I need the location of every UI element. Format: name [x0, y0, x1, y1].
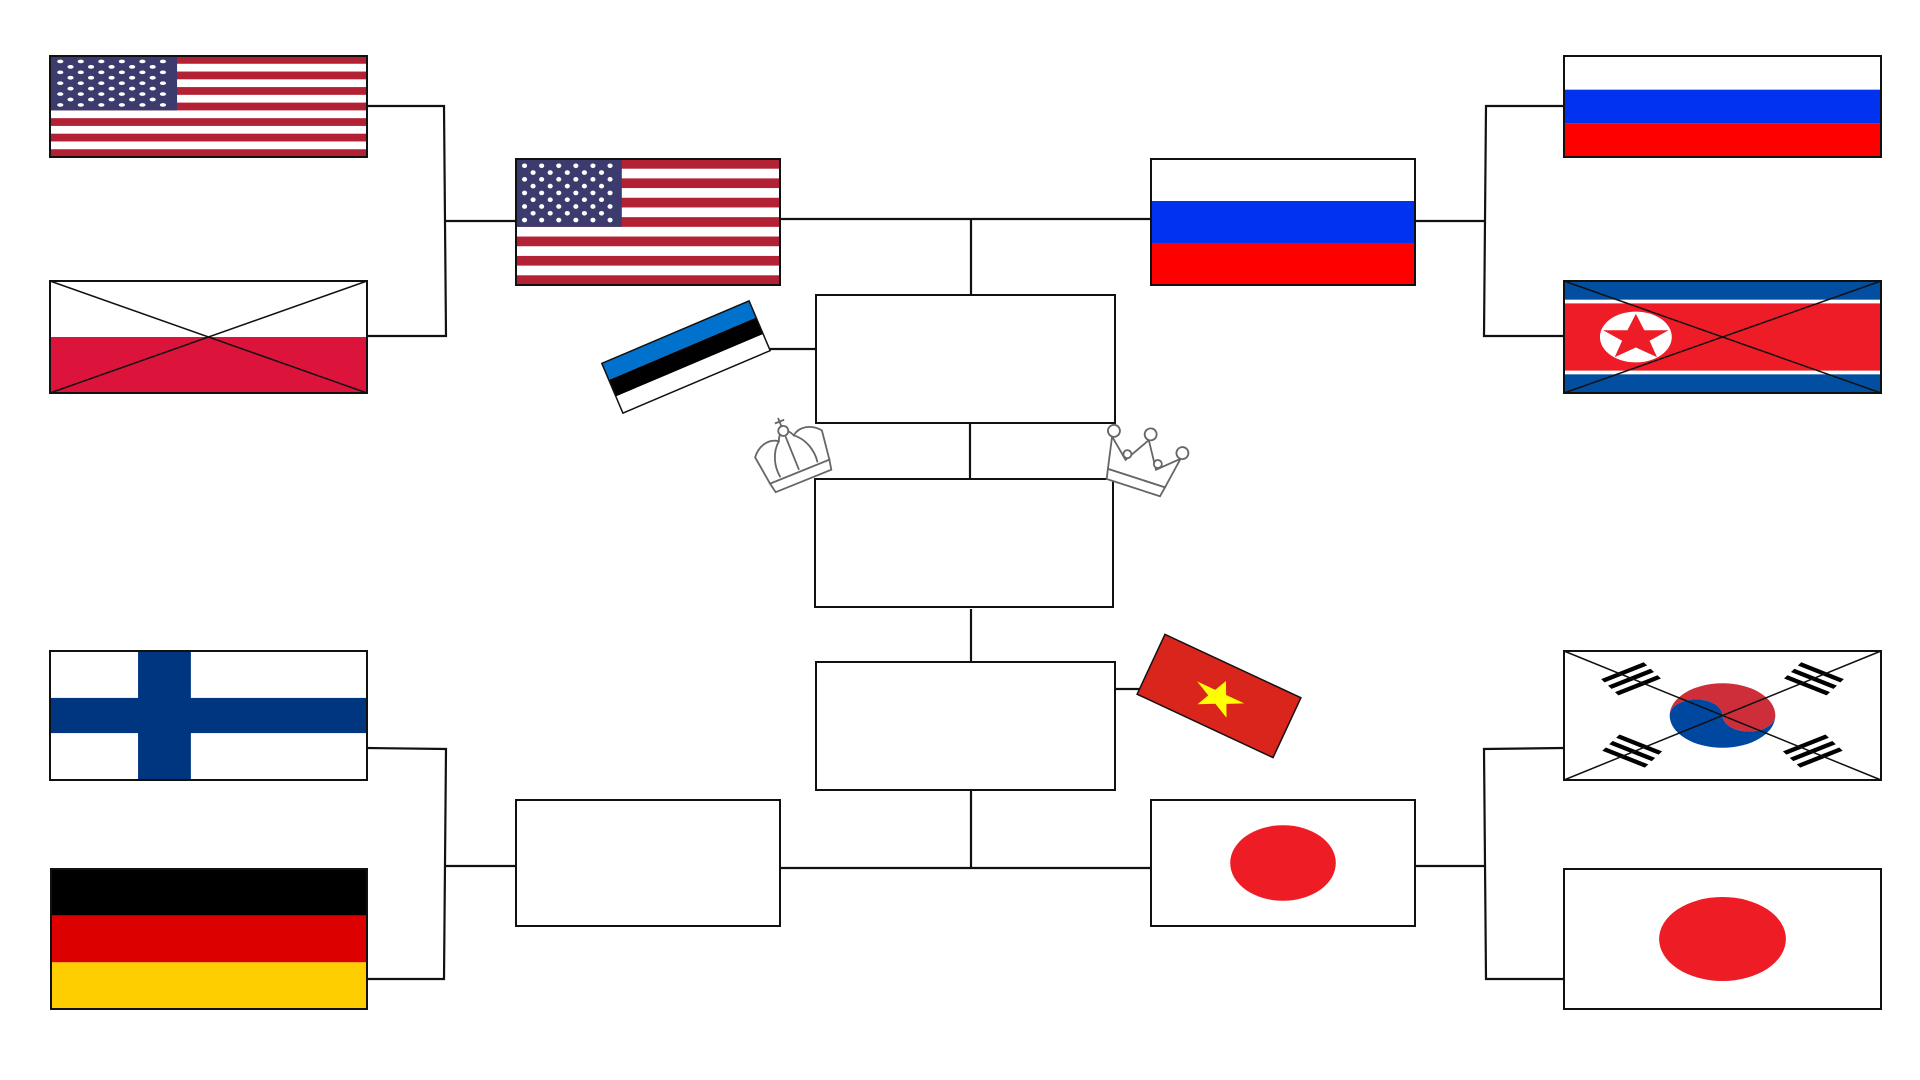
finland-flag-quarterfinal [49, 650, 368, 781]
russia-flag-semifinal [1150, 158, 1416, 286]
empty-center-slot-upper [815, 294, 1116, 424]
empty-center-slot-middle [814, 478, 1114, 608]
poland-flag-quarterfinal [49, 280, 368, 394]
north-korea-flag-quarterfinal [1563, 280, 1882, 394]
empty-semifinal-slot-left-bottom [515, 799, 781, 927]
vietnam-flag [1136, 633, 1302, 759]
russia-flag-quarterfinal [1563, 55, 1882, 158]
south-korea-flag-quarterfinal [1563, 650, 1882, 781]
queen-crown-icon [1105, 423, 1190, 498]
usa-flag-quarterfinal [49, 55, 368, 158]
estonia-flag [600, 299, 772, 415]
king-crown-icon [754, 417, 833, 494]
eliminated-cross [1563, 650, 1882, 781]
bracket-lines [366, 104, 1564, 981]
germany-flag-quarterfinal [50, 868, 368, 1010]
eliminated-cross [49, 280, 368, 394]
usa-flag-semifinal [515, 158, 781, 286]
japan-flag-semifinal [1150, 799, 1416, 927]
japan-flag-quarterfinal [1563, 868, 1882, 1010]
eliminated-cross [1563, 280, 1882, 394]
empty-center-slot-lower [815, 661, 1116, 791]
